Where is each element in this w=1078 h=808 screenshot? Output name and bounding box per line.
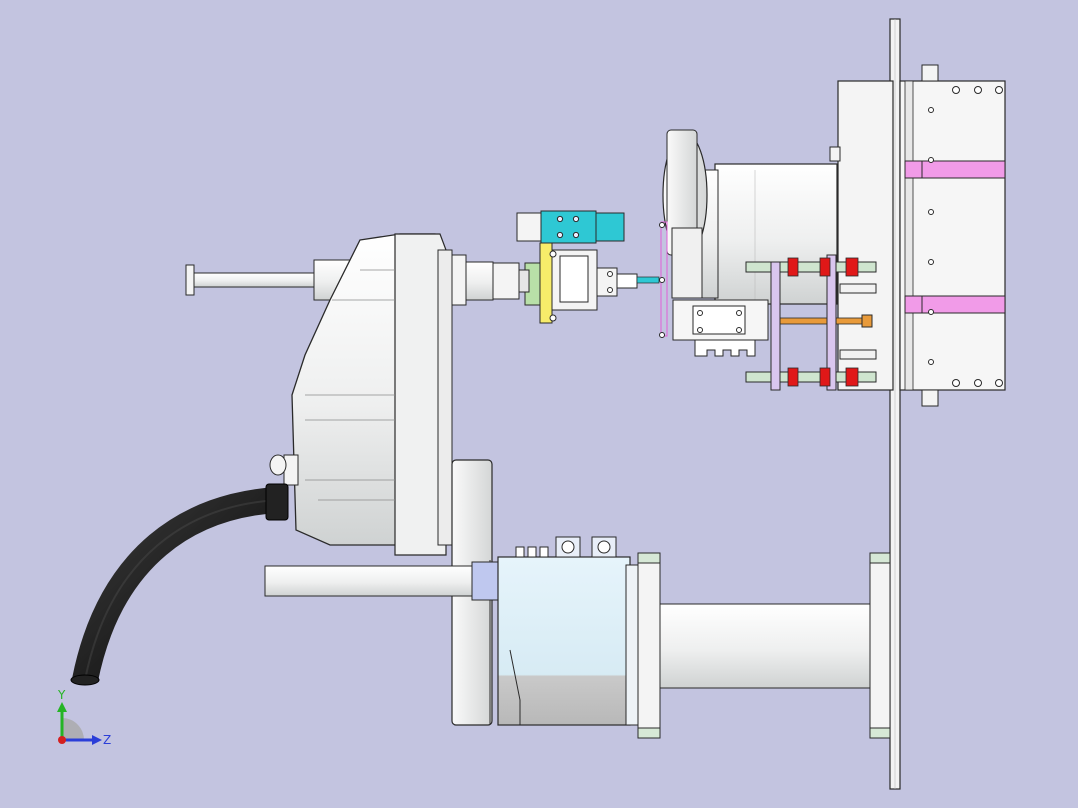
violet-guide-plate-left	[770, 261, 781, 391]
upper-cylinder-motor[interactable]	[662, 129, 838, 305]
lower-flange-right[interactable]	[869, 552, 891, 739]
square-bracket-lower[interactable]	[672, 299, 769, 357]
lower-flange-left[interactable]	[637, 552, 661, 739]
robot-arm-housing[interactable]	[269, 233, 467, 556]
block-fastener-holes	[928, 86, 1003, 387]
cyan-pneumatic-cylinder[interactable]	[516, 210, 625, 244]
view-triad[interactable]: Y Z	[57, 688, 111, 747]
triad-y-label: Y	[57, 688, 66, 702]
triad-z-label: Z	[103, 733, 111, 747]
gripper-tip	[636, 276, 665, 284]
red-collars	[787, 257, 859, 387]
pink-slot-strip-lower	[904, 295, 1006, 314]
pink-slot-strip-upper	[904, 160, 1006, 179]
main-vertical-plate[interactable]	[889, 18, 901, 790]
gripper-body[interactable]	[524, 242, 638, 324]
lower-horizontal-tube[interactable]	[659, 603, 871, 689]
violet-guide-plate-right	[826, 254, 837, 391]
black-cable-hose[interactable]	[70, 483, 289, 686]
short-rod-stubs	[839, 283, 877, 360]
guide-rod-upper[interactable]	[745, 261, 877, 273]
lower-servo-motor[interactable]	[264, 536, 641, 726]
right-mount-block[interactable]	[829, 64, 1006, 407]
guide-rod-lower[interactable]	[745, 371, 877, 383]
